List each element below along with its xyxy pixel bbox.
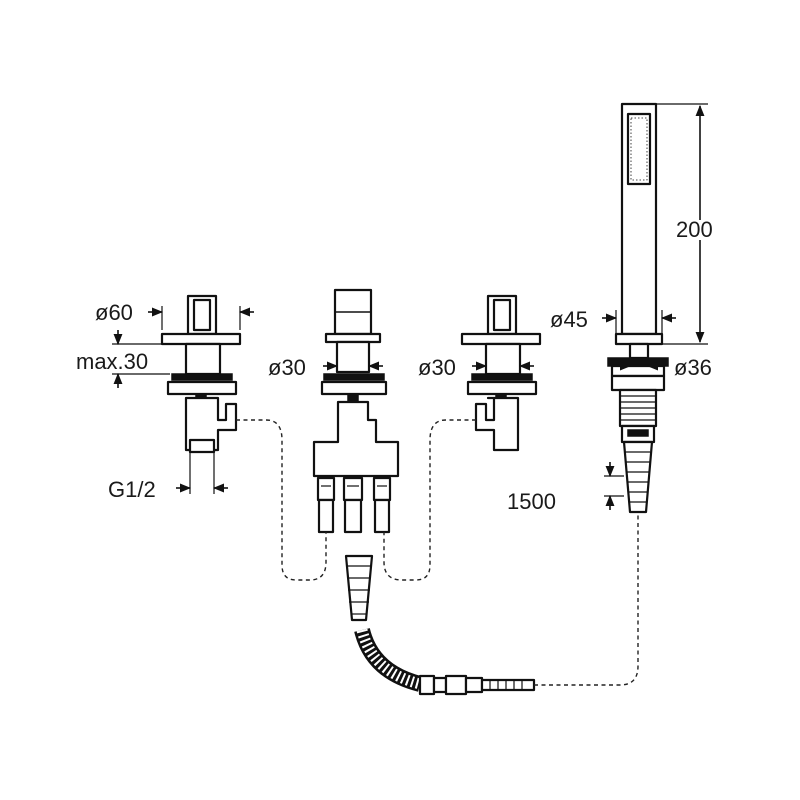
- label-left-diameter: ø60: [95, 300, 133, 325]
- label-center-diameter: ø30: [268, 355, 306, 380]
- spray-face-dots: [630, 117, 648, 181]
- label-handset-diameter: ø45: [550, 307, 588, 332]
- left-valve: [160, 294, 242, 454]
- label-hose-length: 1500: [507, 489, 556, 514]
- label-right-valve-diameter: ø30: [418, 355, 456, 380]
- hand-shower: [607, 102, 669, 514]
- shower-hose: [344, 554, 536, 696]
- center-diverter: [312, 288, 400, 534]
- right-valve: [460, 294, 542, 452]
- connection-lines: [236, 419, 639, 686]
- dimension-lines: [112, 103, 708, 510]
- label-max-thickness: max.30: [76, 349, 148, 374]
- label-handset-length: 200: [676, 217, 713, 242]
- label-hose-nut-diameter: ø36: [674, 355, 712, 380]
- label-thread: G1/2: [108, 477, 156, 502]
